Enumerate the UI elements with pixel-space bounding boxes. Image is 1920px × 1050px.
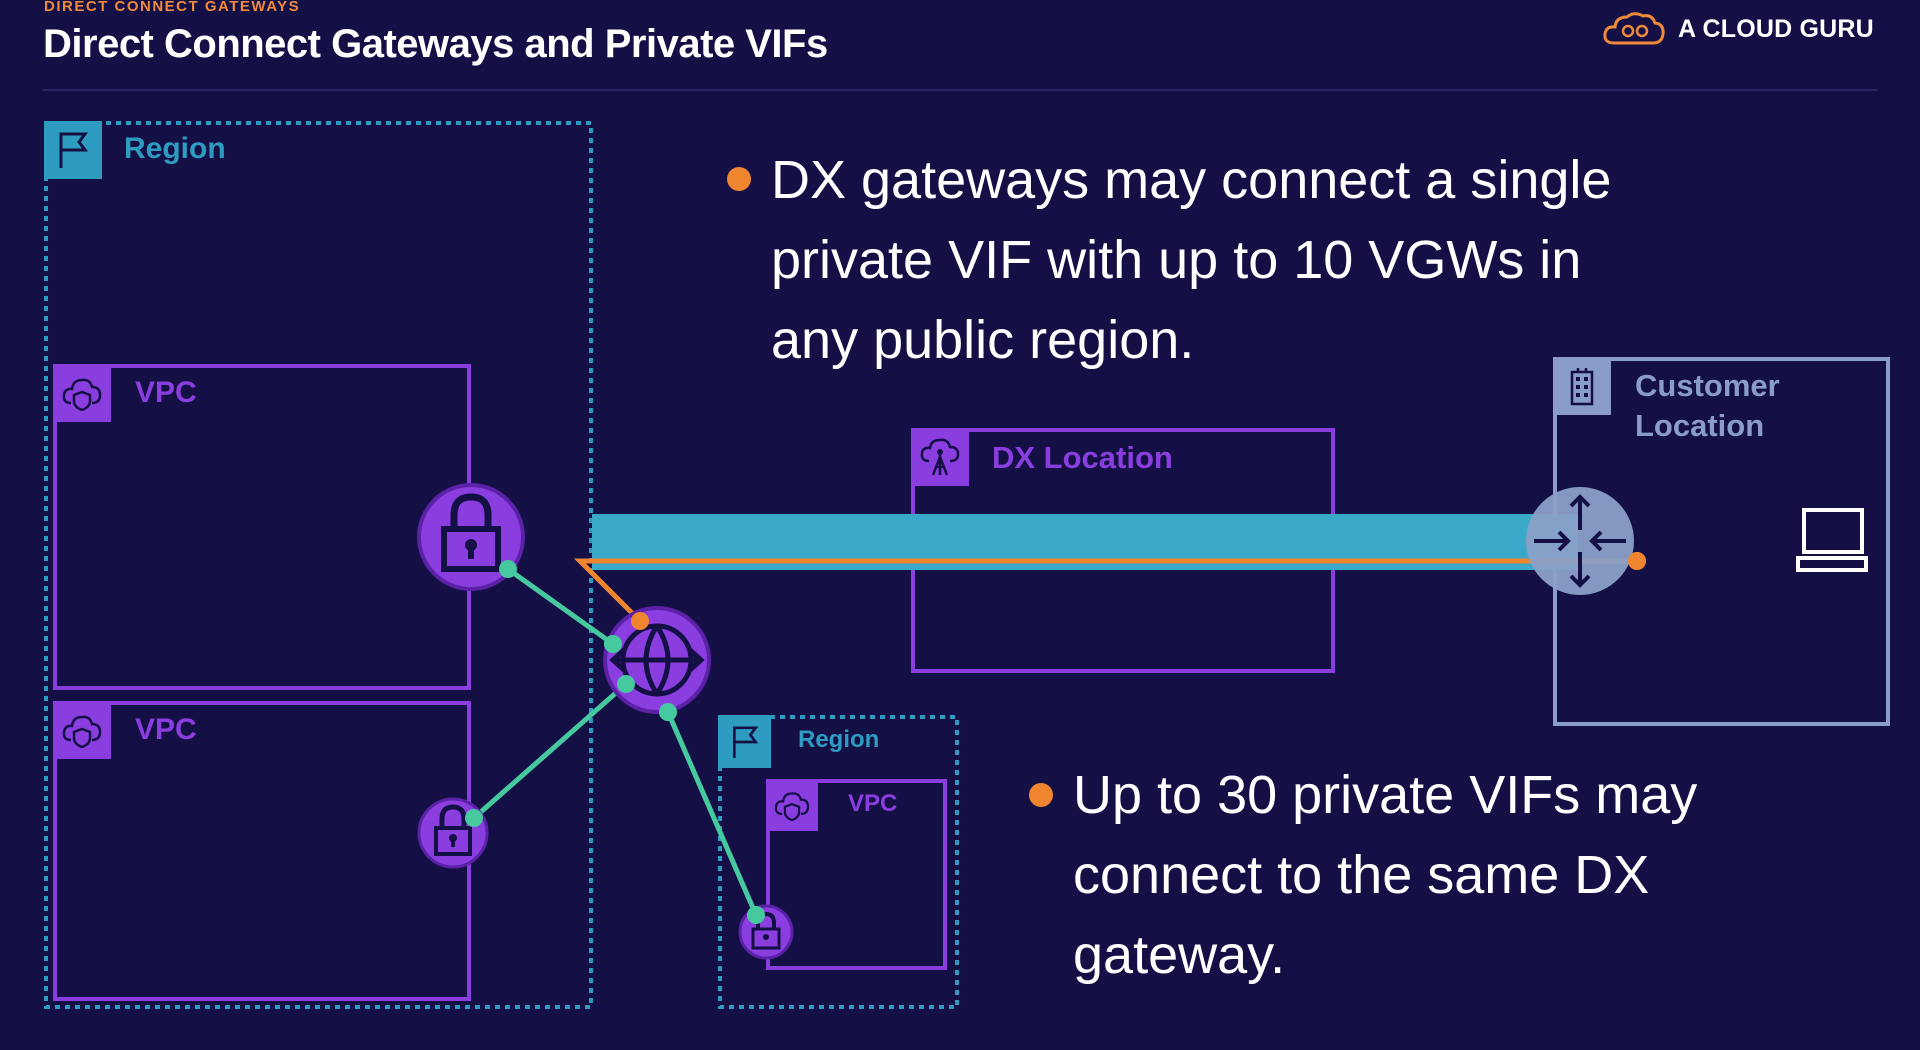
region-small-badge: [718, 715, 771, 768]
link-vgw-small: [665, 711, 759, 916]
eyebrow-text: DIRECT CONNECT GATEWAYS: [44, 0, 301, 15]
vpc-bottom-border: [53, 701, 471, 1001]
cloud-logo-icon: [1603, 12, 1665, 45]
vif-endpoint-right: [1628, 552, 1646, 570]
bullet-dot-1: [727, 167, 751, 191]
bullet-2-line-3: gateway.: [1073, 925, 1286, 985]
vpc-top-label: VPC: [135, 376, 197, 409]
customer-router: [1526, 487, 1634, 595]
link-vgw-top: [506, 566, 615, 647]
page-title: Direct Connect Gateways and Private VIFs: [43, 22, 828, 66]
vpc-small-badge: [766, 779, 818, 831]
bullet-1-line-3: any public region.: [771, 310, 1195, 370]
region-badge: [44, 121, 102, 179]
vpc-small-border: [766, 779, 947, 970]
link-dot: [465, 809, 483, 827]
bullet-2-line-1: Up to 30 private VIFs may: [1073, 765, 1698, 825]
customer-label-line2: Location: [1635, 408, 1765, 443]
cloud-shield-icon: [62, 378, 102, 411]
link-dot: [617, 675, 635, 693]
customer-label-line1: Customer: [1635, 368, 1780, 403]
link-dot: [659, 703, 677, 721]
private-vif-line: [573, 558, 1637, 623]
globe-arrows-icon: [609, 623, 705, 697]
cloud-tower-icon: [920, 438, 960, 476]
customer-badge: [1553, 357, 1611, 415]
bullet-1-line-2: private VIF with up to 10 VGWs in: [771, 230, 1582, 290]
flag-icon: [732, 725, 758, 758]
lock-icon: [434, 804, 472, 856]
dx-location-badge: [911, 428, 969, 486]
header-divider: [43, 89, 1877, 91]
customer-location-label: Customer Location: [1635, 366, 1780, 446]
flag-icon: [59, 132, 88, 168]
vgw-bottom: [417, 797, 489, 869]
region-main-label: Region: [124, 132, 226, 165]
region-small-label: Region: [798, 726, 880, 753]
dx-gateway: [603, 606, 711, 714]
link-dot: [747, 906, 765, 924]
vpc-top-badge: [53, 364, 111, 422]
vpc-bottom-label: VPC: [135, 713, 197, 746]
cloud-shield-icon: [62, 715, 102, 748]
vpc-small-label: VPC: [848, 790, 898, 817]
vif-endpoint-gateway: [631, 612, 649, 630]
cloud-shield-icon: [774, 792, 810, 821]
brand-logo: A CLOUD GURU: [1602, 8, 1874, 50]
dx-location-label: DX Location: [992, 440, 1173, 475]
bullet-1-line-1: DX gateways may connect a single: [771, 150, 1612, 210]
brand-name: A CLOUD GURU: [1678, 14, 1874, 43]
region-main-border: [44, 121, 593, 1009]
bullet-dot-2: [1029, 783, 1053, 807]
building-icon: [1570, 368, 1594, 406]
link-dot: [604, 635, 622, 653]
lock-icon: [441, 493, 501, 572]
region-small-border: [718, 715, 959, 1009]
bullet-2-line-2: connect to the same DX: [1073, 845, 1650, 905]
vgw-top: [417, 483, 525, 591]
bullet-2: Up to 30 private VIFs may connect to the…: [1073, 755, 1697, 995]
vpc-bottom-badge: [53, 701, 111, 759]
link-dot: [499, 560, 517, 578]
router-arrows-icon: [1534, 494, 1626, 588]
link-vgw-bottom: [472, 682, 628, 820]
laptop-icon: [1796, 508, 1868, 572]
vpc-top-border: [53, 364, 471, 690]
bullet-1: DX gateways may connect a single private…: [771, 140, 1611, 380]
